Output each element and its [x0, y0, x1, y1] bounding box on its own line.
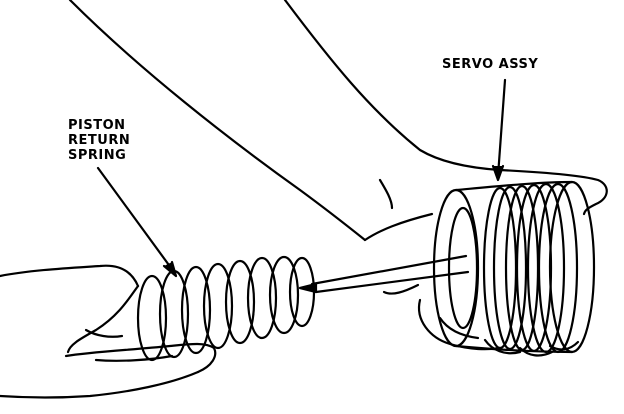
servo-assembly — [432, 180, 596, 354]
servo-leader-arrow — [491, 164, 505, 182]
piston-rod — [298, 254, 470, 294]
left-hand — [0, 264, 217, 399]
piston-return-spring-label: PISTON RETURN SPRING — [68, 118, 130, 163]
piston-return-spring — [136, 255, 316, 362]
spring-leader-line — [96, 166, 176, 274]
piston-return-spring-label-line-3: SPRING — [68, 148, 127, 163]
right-arm-hand — [68, 0, 608, 357]
servo-assy-label: SERVO ASSY — [442, 57, 539, 72]
servo-leader-line — [496, 78, 507, 178]
piston-return-spring-label-line-1: PISTON — [68, 118, 126, 133]
piston-return-spring-label-line-2: RETURN — [68, 133, 131, 148]
spring-leader-arrow — [162, 260, 178, 278]
